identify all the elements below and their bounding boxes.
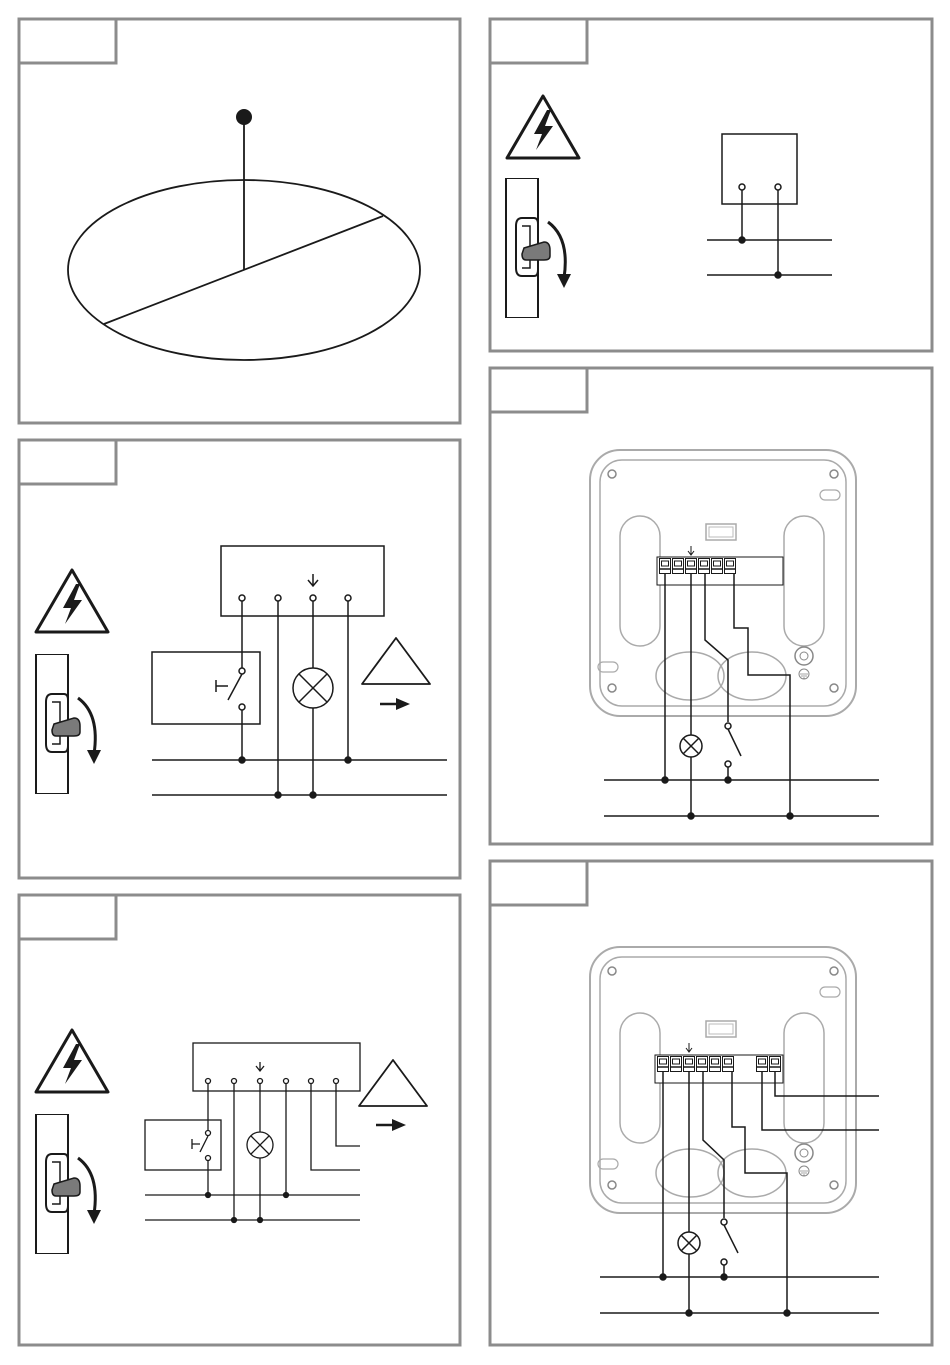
panel-2 [490,19,932,351]
panel-3-number-box [19,440,116,484]
suspension-point [236,109,252,125]
panel-6 [490,861,932,1345]
panel-5-number-box [19,895,116,939]
panel-5 [19,895,460,1345]
panel-1-number-box [19,19,116,63]
panel-1 [19,19,460,423]
panel-2-number-box [490,19,587,63]
panel-2-frame [490,19,932,351]
panel-6-number-box [490,861,587,905]
panel-4-number-box [490,368,587,412]
panel-3 [19,440,460,878]
panel-4 [490,368,932,844]
panel-1-frame [19,19,460,423]
